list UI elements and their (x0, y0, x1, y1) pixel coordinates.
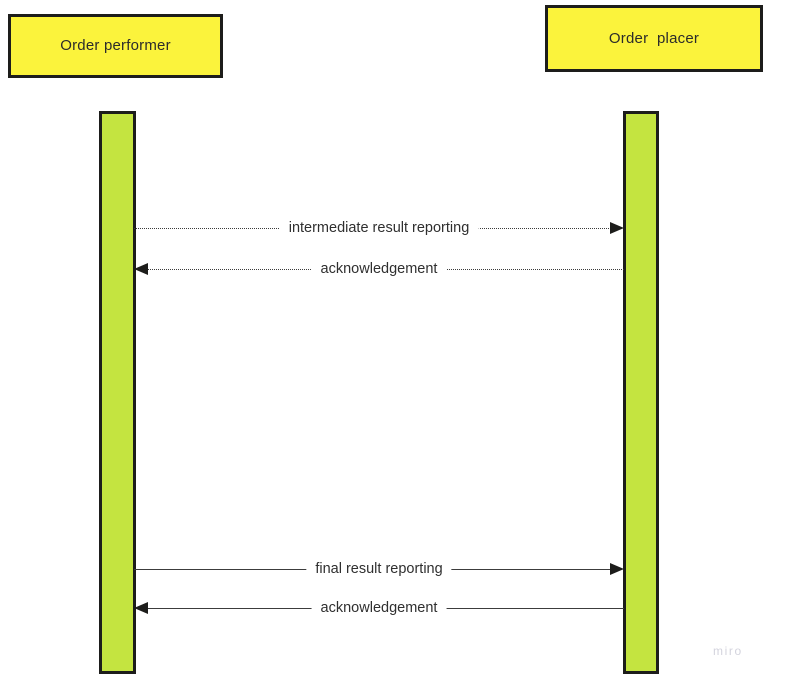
activation-bar-order-placer[interactable] (623, 111, 659, 674)
message-line-right (379, 608, 624, 609)
message-final-result-reporting[interactable]: final result reporting (134, 558, 624, 580)
message-acknowledgement-final[interactable]: acknowledgement (134, 597, 624, 619)
message-label: acknowledgement (311, 258, 447, 280)
message-label: final result reporting (306, 558, 452, 580)
arrow-right-icon (610, 222, 624, 234)
message-intermediate-result-reporting[interactable]: intermediate result reporting (134, 217, 624, 239)
arrow-right-icon (610, 563, 624, 575)
activation-bar-order-performer[interactable] (99, 111, 136, 674)
message-line-left (134, 228, 379, 229)
message-acknowledgement-intermediate[interactable]: acknowledgement (134, 258, 624, 280)
participant-box-order-placer[interactable]: Order placer (545, 5, 763, 72)
miro-watermark: miro (713, 644, 743, 658)
message-line-left (147, 269, 379, 270)
message-line-left (134, 569, 379, 570)
participant-box-order-performer[interactable]: Order performer (8, 14, 223, 78)
message-line-right (379, 228, 611, 229)
arrow-left-icon (134, 263, 148, 275)
message-label: acknowledgement (311, 597, 447, 619)
arrow-left-icon (134, 602, 148, 614)
participant-label-order-performer: Order performer (60, 37, 171, 54)
message-label: intermediate result reporting (279, 217, 479, 239)
message-line-right (379, 569, 611, 570)
message-line-left (147, 608, 379, 609)
participant-label-order-placer: Order placer (608, 29, 700, 47)
message-line-right (379, 269, 624, 270)
